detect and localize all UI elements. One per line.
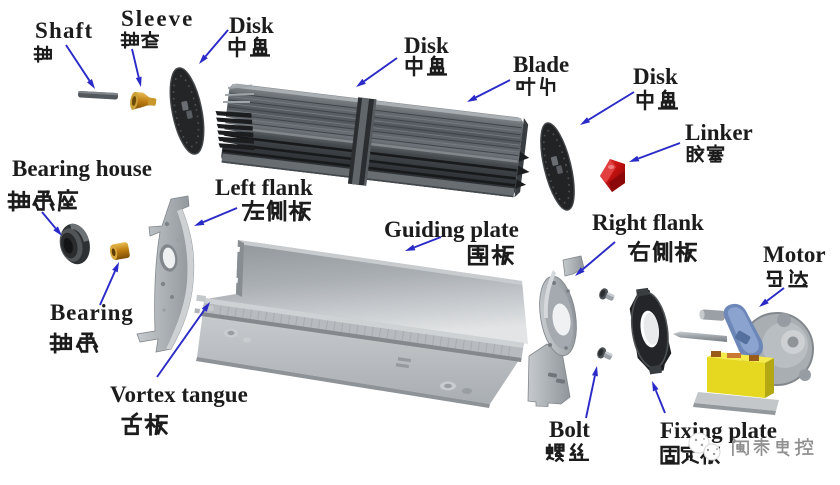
svg-text:Vortex tangue: Vortex tangue [110,382,248,407]
svg-text:Linker: Linker [685,120,753,145]
svg-text:Right flank: Right flank [592,210,704,235]
svg-text:Bearing house: Bearing house [12,156,152,181]
svg-text:Guiding plate: Guiding plate [384,217,519,242]
svg-text:Shaft: Shaft [35,18,93,43]
svg-text:Disk: Disk [633,64,678,89]
svg-text:Bolt: Bolt [549,417,590,442]
svg-text:Sleeve: Sleeve [121,6,194,31]
svg-text:Motor: Motor [763,242,826,267]
svg-text:Bearing: Bearing [50,300,134,325]
svg-text:Fixing plate: Fixing plate [660,418,777,443]
svg-text:Blade: Blade [513,52,569,77]
svg-text:Left flank: Left flank [215,175,313,200]
svg-text:Disk: Disk [229,13,274,38]
svg-text:Disk: Disk [404,33,449,58]
